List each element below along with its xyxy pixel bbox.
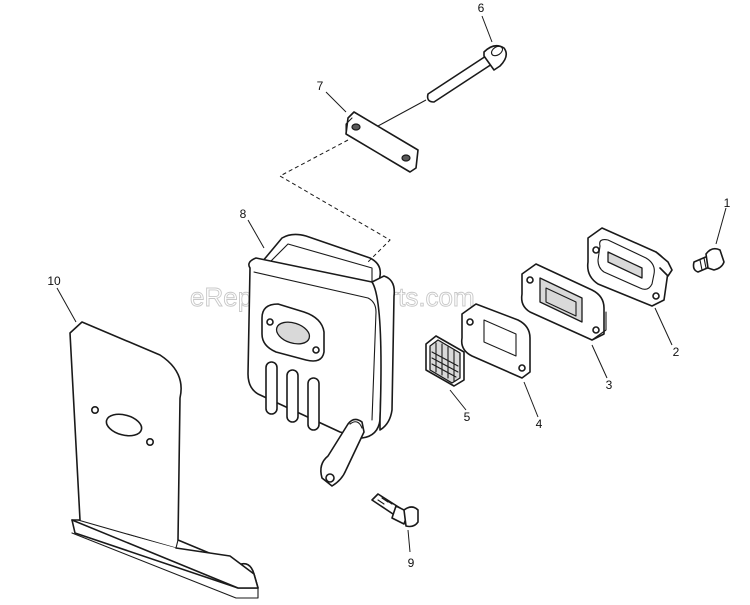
callout-2: 2 [673,345,680,359]
part-7-plate[interactable] [345,111,419,173]
part-9-shoulder-bolt[interactable] [371,493,419,528]
part-2-flange[interactable] [586,227,673,307]
callout-9: 9 [408,556,415,570]
part-3-baffle[interactable] [520,263,607,341]
part-8-muffler[interactable] [247,233,396,487]
callout-6: 6 [478,1,485,15]
callout-7: 7 [317,79,324,93]
callout-4: 4 [536,417,543,431]
part-4-gasket[interactable] [460,303,531,379]
callout-labels: 1 2 3 4 5 6 7 8 9 10 [47,1,730,570]
callout-5: 5 [464,410,471,424]
part-6-long-bolt[interactable] [426,44,508,103]
callout-10: 10 [47,274,61,288]
callout-3: 3 [606,378,613,392]
callout-1: 1 [724,196,731,210]
callout-leaders [56,15,727,553]
assembly-lines [278,99,427,263]
part-10-heat-shield[interactable] [69,321,259,599]
part-1-short-bolt[interactable] [692,247,725,273]
callout-8: 8 [240,207,247,221]
part-5-screen[interactable] [425,335,465,387]
